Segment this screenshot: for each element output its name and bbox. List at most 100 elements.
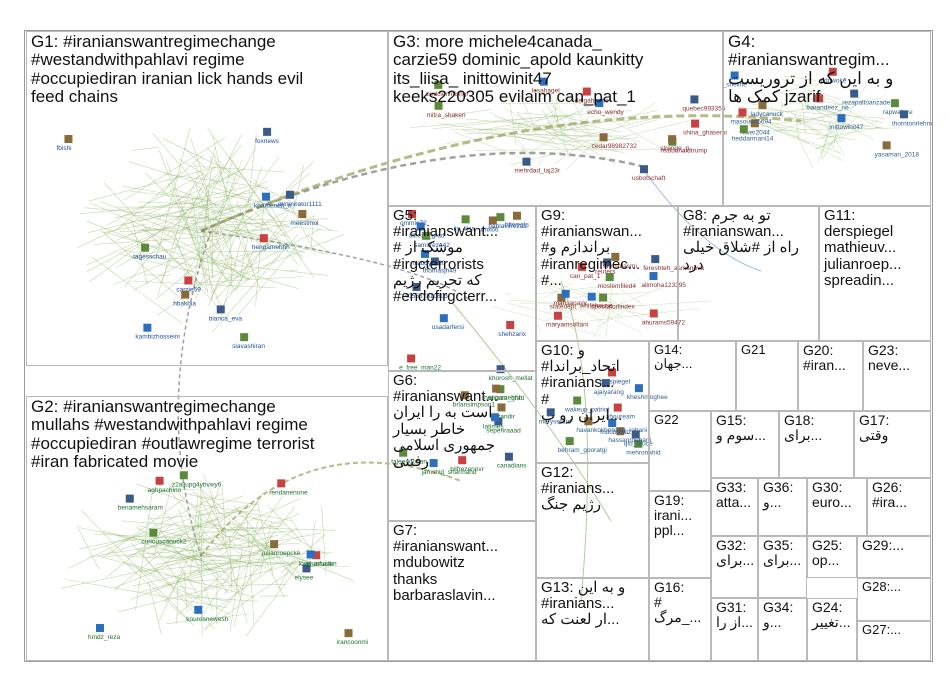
node-avatar[interactable] bbox=[491, 413, 500, 422]
node-avatar[interactable] bbox=[141, 243, 150, 252]
node-label[interactable]: delgahanne bbox=[575, 98, 609, 105]
node-avatar[interactable] bbox=[430, 257, 439, 266]
node-avatar[interactable] bbox=[494, 417, 503, 426]
node-label[interactable]: mitra_shakeri bbox=[427, 112, 466, 119]
node-avatar[interactable] bbox=[439, 314, 448, 323]
node-avatar[interactable] bbox=[539, 77, 548, 86]
node-avatar[interactable] bbox=[149, 528, 158, 537]
node-label[interactable]: strenge_g bbox=[660, 145, 689, 152]
node-label[interactable]: river2044 bbox=[743, 129, 770, 136]
node-label[interactable]: z2aljupg4ybvwy6 bbox=[172, 481, 222, 488]
node-avatar[interactable] bbox=[573, 396, 582, 405]
node-avatar[interactable] bbox=[730, 71, 739, 80]
node-avatar[interactable] bbox=[496, 385, 505, 394]
node-label[interactable]: usadarfersi bbox=[432, 324, 464, 331]
node-label[interactable]: ommlo72 bbox=[400, 220, 427, 227]
node-avatar[interactable] bbox=[815, 94, 824, 103]
node-label[interactable]: elysee bbox=[294, 574, 313, 581]
node-label[interactable]: hmdz_reza bbox=[88, 634, 121, 641]
node-label[interactable]: dnx66 bbox=[481, 226, 499, 233]
node-avatar[interactable] bbox=[668, 135, 677, 144]
node-label[interactable]: taleenoorian bbox=[391, 459, 427, 466]
node-avatar[interactable] bbox=[421, 249, 430, 258]
node-label[interactable]: hengamehhh bbox=[484, 395, 522, 402]
node-avatar[interactable] bbox=[434, 101, 443, 110]
node-label[interactable]: hitweets bbox=[505, 222, 530, 229]
node-label[interactable]: foxnews bbox=[255, 138, 280, 145]
node-avatar[interactable] bbox=[738, 108, 747, 117]
node-label[interactable]: wakeup_patriot bbox=[564, 406, 609, 413]
node-avatar[interactable] bbox=[458, 456, 467, 465]
node-label[interactable]: khameneh_ir bbox=[254, 203, 292, 210]
node-avatar[interactable] bbox=[240, 333, 249, 342]
node-label[interactable]: shina_ghasemi bbox=[683, 130, 727, 137]
node-label[interactable]: can_pat_1 bbox=[570, 273, 601, 280]
node-label[interactable]: realdonaldtrump bbox=[660, 148, 707, 155]
node-label[interactable]: statedept bbox=[549, 304, 576, 311]
node-label[interactable]: samirreza42 bbox=[414, 242, 450, 249]
node-label[interactable]: birdclenmisngr bbox=[426, 91, 469, 98]
node-label[interactable]: qfd_bruce bbox=[624, 440, 653, 447]
node-label[interactable]: kourosnewesh bbox=[186, 616, 228, 623]
node-label[interactable]: rapwalorsi bbox=[883, 109, 913, 116]
node-avatar[interactable] bbox=[497, 403, 506, 412]
node-avatar[interactable] bbox=[553, 311, 562, 320]
node-label[interactable]: derspiegel bbox=[600, 378, 631, 385]
node-avatar[interactable] bbox=[605, 273, 614, 282]
node-avatar[interactable] bbox=[277, 479, 286, 488]
node-label[interactable]: meestmol bbox=[290, 220, 319, 227]
node-avatar[interactable] bbox=[599, 133, 608, 142]
node-label[interactable]: rezapaltoanzade bbox=[842, 100, 890, 107]
node-avatar[interactable] bbox=[631, 430, 640, 439]
node-avatar[interactable] bbox=[601, 379, 610, 388]
node-label[interactable]: quebec993356 bbox=[682, 105, 725, 112]
node-label[interactable]: aghpachino bbox=[148, 487, 182, 494]
node-label[interactable]: cdnwoke bbox=[821, 78, 847, 85]
node-label[interactable]: kheshmoghee bbox=[627, 394, 668, 401]
node-label[interactable]: hengamehhh bbox=[252, 244, 290, 251]
node-avatar[interactable] bbox=[461, 215, 470, 224]
node-avatar[interactable] bbox=[640, 165, 649, 174]
node-label[interactable]: alireza_grad bbox=[488, 395, 524, 402]
node-avatar[interactable] bbox=[262, 192, 271, 201]
node-avatar[interactable] bbox=[758, 101, 767, 110]
node-avatar[interactable] bbox=[690, 95, 699, 104]
node-label[interactable]: drhamedk bbox=[304, 561, 334, 568]
node-avatar[interactable] bbox=[143, 323, 152, 332]
node-avatar[interactable] bbox=[651, 255, 660, 264]
node-avatar[interactable] bbox=[584, 417, 593, 426]
node-label[interactable]: yasaman_2018 bbox=[875, 151, 920, 158]
node-avatar[interactable] bbox=[828, 67, 837, 76]
node-avatar[interactable] bbox=[582, 87, 591, 96]
node-avatar[interactable] bbox=[412, 283, 421, 292]
node-label[interactable]: hilfrezenovr bbox=[450, 466, 484, 473]
node-label[interactable]: thomasjh49 bbox=[423, 268, 457, 275]
node-label[interactable]: mehronahid bbox=[626, 450, 661, 457]
node-avatar[interactable] bbox=[691, 119, 700, 128]
node-label[interactable]: shehzarix bbox=[498, 331, 527, 338]
node-label[interactable]: marysefard bbox=[539, 418, 572, 425]
node-label[interactable]: irancoonmi bbox=[337, 639, 369, 646]
node-label[interactable]: love_infusion bbox=[299, 560, 337, 567]
node-avatar[interactable] bbox=[492, 384, 501, 393]
node-avatar[interactable] bbox=[125, 494, 134, 503]
node-avatar[interactable] bbox=[634, 439, 643, 448]
node-avatar[interactable] bbox=[512, 211, 521, 220]
node-avatar[interactable] bbox=[306, 550, 315, 559]
node-label[interactable]: moslemfiled4 bbox=[598, 283, 637, 290]
node-avatar[interactable] bbox=[408, 209, 417, 218]
node-avatar[interactable] bbox=[649, 272, 658, 281]
node-label[interactable]: behram_gooratgi bbox=[558, 447, 607, 454]
node-avatar[interactable] bbox=[270, 540, 279, 549]
node-label[interactable]: ahouream bbox=[606, 414, 635, 421]
node-label[interactable]: lesahagel bbox=[532, 88, 560, 95]
node-avatar[interactable] bbox=[561, 289, 570, 298]
node-label[interactable]: kambizhosseini bbox=[135, 334, 179, 341]
node-label[interactable]: latimes bbox=[483, 423, 504, 430]
node-avatar[interactable] bbox=[577, 262, 586, 271]
node-avatar[interactable] bbox=[634, 384, 643, 393]
node-avatar[interactable] bbox=[496, 365, 505, 374]
node-label[interactable]: _shellne bbox=[722, 82, 748, 89]
node-label[interactable]: 405537810803 bbox=[405, 293, 449, 300]
node-avatar[interactable] bbox=[416, 222, 425, 231]
